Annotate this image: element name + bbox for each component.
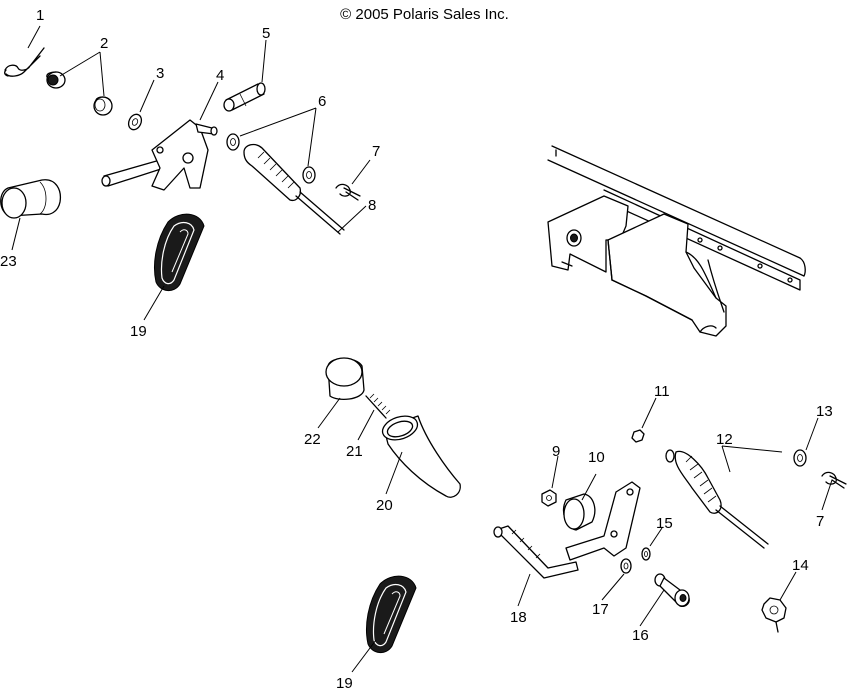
callout-6: 6 — [318, 93, 326, 110]
leader-lines — [11, 25, 833, 673]
callout-15: 15 — [656, 515, 673, 532]
part-7-clip-upper — [335, 183, 361, 201]
callout-12: 12 — [716, 431, 733, 448]
copyright-notice: © 2005 Polaris Sales Inc. — [340, 6, 509, 23]
callout-14: 14 — [792, 557, 809, 574]
part-13-washer — [793, 449, 807, 467]
callout-2: 2 — [100, 35, 108, 52]
part-6-washer-a — [226, 133, 240, 151]
part-11-nut — [631, 429, 645, 443]
part-16-pivot-pin — [654, 573, 690, 608]
callout-10: 10 — [588, 449, 605, 466]
callout-7-upper: 7 — [372, 143, 380, 160]
callout-17: 17 — [592, 601, 609, 618]
part-19-foot-pad-lower — [366, 575, 417, 653]
frame-bracket — [547, 145, 806, 337]
part-22-knob — [325, 357, 365, 401]
part-9-nut — [541, 489, 557, 507]
callout-16: 16 — [632, 627, 649, 644]
callout-9: 9 — [552, 443, 560, 460]
part-23-knob — [0, 179, 62, 219]
callout-13: 13 — [816, 403, 833, 420]
part-7-clip-lower — [821, 471, 847, 489]
part-19-foot-pad-upper — [154, 213, 205, 291]
part-8-cable-upper — [243, 143, 345, 235]
callout-3: 3 — [156, 65, 164, 82]
part-10-spacer — [562, 493, 596, 531]
part-14-fastener — [761, 597, 787, 633]
part-12-cable-lower — [665, 449, 769, 549]
callout-22: 22 — [304, 431, 321, 448]
part-4-lever-arm — [101, 119, 218, 191]
callout-11: 11 — [654, 383, 670, 400]
callout-19-lower: 19 — [336, 675, 353, 688]
callout-labels: 1 2 3 4 5 6 7 8 23 19 22 21 20 9 10 11 1… — [0, 7, 833, 692]
callout-4: 4 — [216, 67, 224, 84]
callout-1: 1 — [36, 7, 44, 24]
part-15-washer — [641, 547, 651, 561]
callout-8: 8 — [368, 197, 376, 214]
part-6-washer-b — [302, 166, 316, 184]
part-17-washer — [620, 558, 632, 574]
part-2-bushing-b — [93, 96, 113, 116]
callout-19-upper: 19 — [130, 323, 147, 340]
callout-18: 18 — [510, 609, 527, 626]
part-20-grip — [381, 415, 461, 498]
part-18-pedal — [493, 481, 641, 579]
part-1-hairpin-clip — [4, 47, 45, 77]
callout-7-lower: 7 — [816, 513, 824, 530]
part-21-spring — [365, 393, 391, 419]
part-3-washer — [127, 113, 143, 131]
callout-5: 5 — [262, 25, 270, 42]
callout-23: 23 — [0, 253, 17, 270]
part-5-pin — [223, 82, 266, 112]
callout-20: 20 — [376, 497, 393, 514]
callout-21: 21 — [346, 443, 363, 460]
